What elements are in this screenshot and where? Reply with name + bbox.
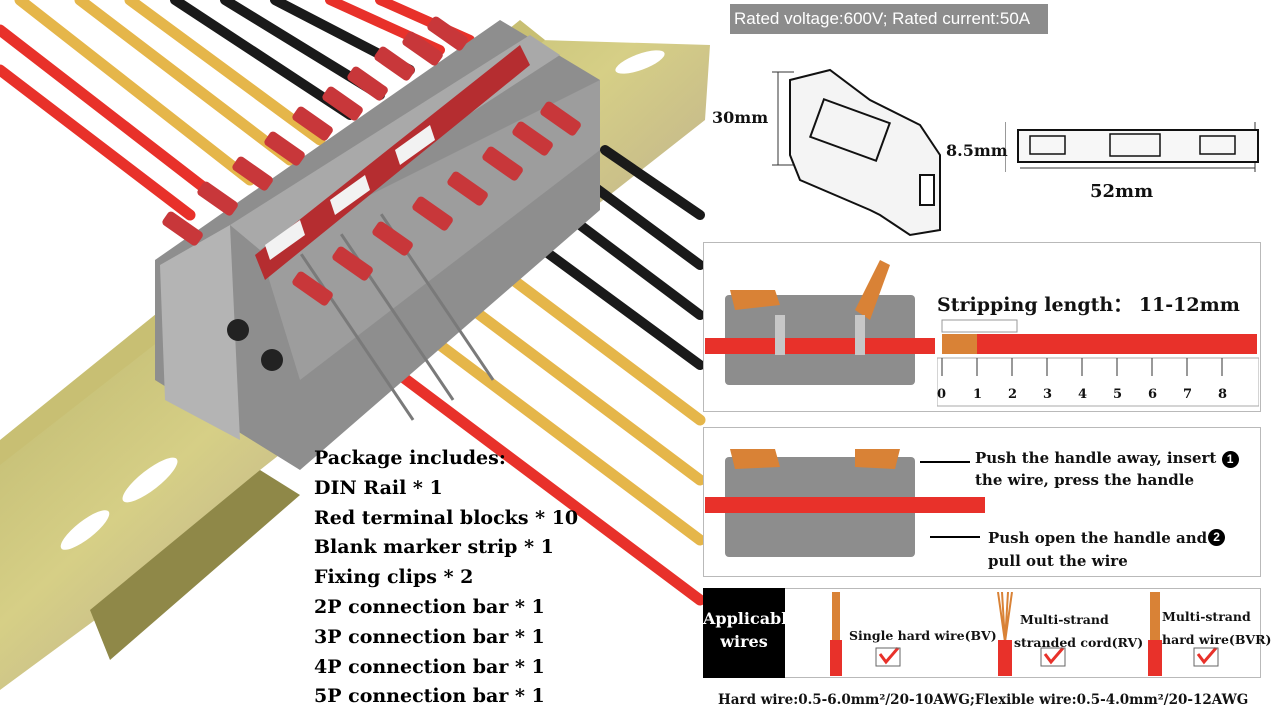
ruler-tick-7: 7 [1183, 387, 1193, 402]
step-2-line-2: pull out the wire [988, 552, 1128, 570]
applicable-line-2: wires [720, 632, 768, 651]
wire-stranded-label: Multi-strand stranded cord(RV) [1014, 608, 1143, 654]
ruler-tick-3: 3 [1043, 387, 1053, 402]
package-item: 3P connection bar * 1 [314, 625, 545, 648]
package-list: Package includes: DIN Rail * 1 Red termi… [314, 444, 604, 712]
red-handles [162, 16, 581, 306]
ruler-tick-2: 2 [1008, 387, 1018, 402]
step-1-badge: 1 [1221, 451, 1239, 468]
step-1-line-2: the wire, press the handle [975, 471, 1195, 489]
ruler-tick-4: 4 [1078, 387, 1088, 402]
wire-hard-line-2: hard wire(BVR) [1162, 632, 1272, 647]
step-1-text-a: Push the handle away, insert [975, 449, 1217, 467]
wire-stranded-line-2: stranded cord(RV) [1014, 635, 1144, 650]
wire-single-label: Single hard wire(BV) [849, 628, 997, 643]
rating-label: Rated voltage:600V; Rated current:50A [730, 4, 1048, 34]
block-cross-section-2 [705, 449, 985, 557]
dim-length: 52mm [1090, 181, 1154, 202]
dim-depth: 8.5mm [946, 141, 1008, 160]
applicable-wires-label: Applicable wires [703, 588, 798, 678]
package-item: Fixing clips * 2 [314, 566, 474, 589]
step-2-badge: 2 [1208, 529, 1226, 546]
package-title: Package includes: [314, 447, 506, 469]
stripping-ruler [937, 319, 1259, 407]
wire-hard-line-1: Multi-strand [1162, 609, 1251, 624]
package-item: 2P connection bar * 1 [314, 595, 545, 618]
ruler-tick-6: 6 [1148, 387, 1158, 402]
ruler-tick-5: 5 [1113, 387, 1123, 402]
ruler-tick-1: 1 [973, 387, 983, 402]
stripping-label: Stripping length： 11-12mm [937, 294, 1240, 316]
wire-spec-footer: Hard wire:0.5-6.0mm²/20-10AWG;Flexible w… [718, 692, 1249, 708]
ruler-labels: 0 1 2 3 4 5 6 7 8 [937, 387, 1259, 407]
ruler-tick-0: 0 [937, 387, 947, 402]
wire-samples [830, 592, 1219, 676]
applicable-line-1: Applicable [703, 609, 798, 628]
wire-stranded-line-1: Multi-strand [1020, 612, 1109, 627]
block-top-view [1005, 122, 1259, 172]
wire-hard-label: Multi-strand hard wire(BVR) [1162, 605, 1271, 651]
ruler-tick-8: 8 [1218, 387, 1228, 402]
block-side-view [772, 68, 941, 237]
package-item: 4P connection bar * 1 [314, 655, 545, 678]
block-cross-section-1 [705, 260, 935, 385]
package-item: Red terminal blocks * 10 [314, 506, 579, 529]
step-1-line-1: Push the handle away, insert 1 [975, 449, 1239, 468]
wires-panel [703, 588, 1261, 678]
wires-bottom [374, 145, 706, 606]
package-item: 5P connection bar * 1 [314, 685, 545, 708]
package-item: DIN Rail * 1 [314, 476, 443, 499]
step-2-text-a: Push open the handle and [988, 529, 1208, 547]
package-item: Blank marker strip * 1 [314, 536, 554, 559]
dim-height: 30mm [712, 108, 769, 127]
